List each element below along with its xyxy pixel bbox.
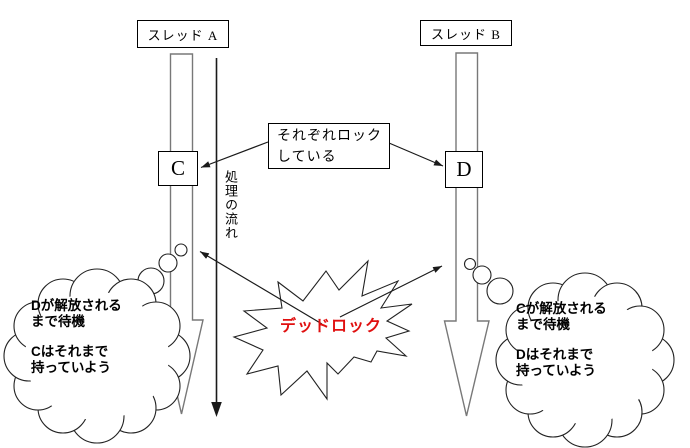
deadlock-arrow-to-thread-a [199,250,323,325]
deadlock-arrow-to-thread-b [339,265,443,318]
right-thought-line3: Dはそれまで [516,347,594,362]
process-flow-label: 処理の流れ [223,170,238,240]
lock-arrow-to-d [388,142,444,167]
lock-c-label: C [170,156,185,180]
left-thought-line1: Dが解放される [31,298,122,313]
process-flow-arrowhead-icon [211,402,222,417]
right-thought-trail [463,257,514,305]
lock-c-box: C [158,151,198,186]
left-thought-cloud [3,268,191,444]
deadlock-label: デッドロック [280,318,383,335]
right-thought-line1: Cが解放される [516,301,607,316]
right-thought-cloud [495,272,675,448]
left-thought-text: Dが解放される まで待機 Cはそれまで 持っていよう [31,298,122,376]
thread-a-label-box: スレッド A [137,20,229,48]
thread-b-flow-arrow [443,52,490,417]
right-thought-line4: 持っていよう [516,363,597,378]
lock-d-box: D [445,151,483,188]
thread-b-label: スレッド B [431,26,501,42]
center-note-box: それぞれロック している [268,123,390,169]
center-note-line1: それぞれロック [277,129,382,144]
right-thought-line2: まで待機 [516,317,570,332]
center-note-line2: している [277,150,337,165]
left-thought-line3: Cはそれまで [31,344,109,359]
thread-a-label: スレッド A [147,27,219,43]
thread-b-label-box: スレッド B [420,20,512,46]
lock-arrow-to-c [200,141,269,169]
deadlock-starburst [232,259,413,401]
lock-d-label: D [456,157,472,181]
left-thought-line4: 持っていよう [31,360,112,375]
left-thought-line2: まで待機 [31,314,85,329]
right-thought-text: Cが解放される まで待機 Dはそれまで 持っていよう [516,301,607,379]
